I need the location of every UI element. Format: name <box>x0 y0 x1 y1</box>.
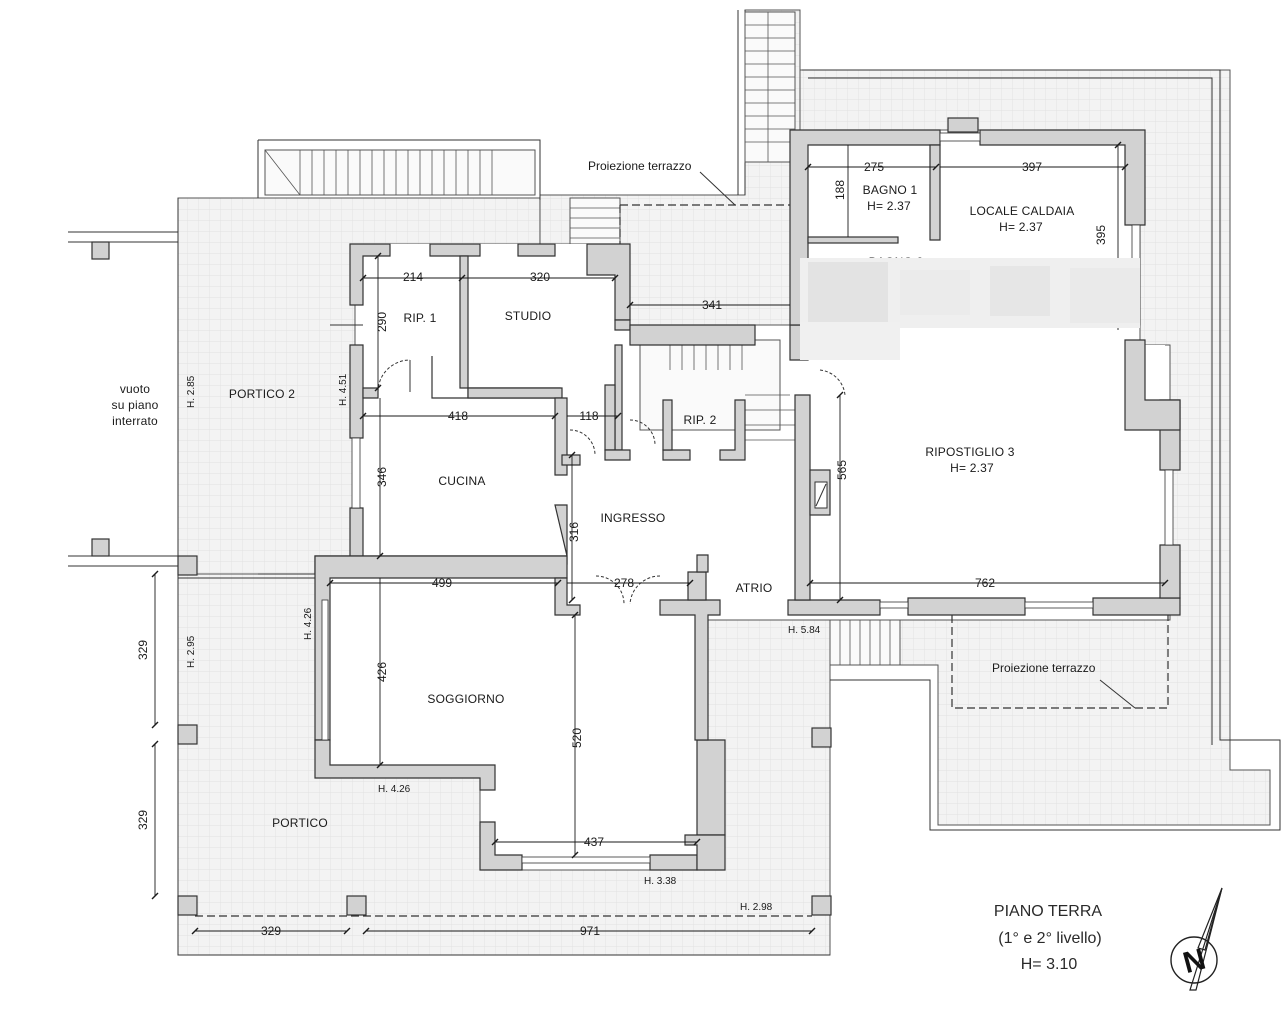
room-ripostiglio3-height: H= 2.37 <box>950 461 994 475</box>
dim-565: 565 <box>835 460 849 480</box>
title-line3: H= 3.10 <box>1021 956 1078 973</box>
room-labels: PORTICO 2 RIP. 1 STUDIO CUCINA RIP. 2 IN… <box>112 183 1075 830</box>
dim-290: 290 <box>375 312 389 332</box>
dim-346: 346 <box>375 467 389 487</box>
void-label-2: su piano <box>112 398 159 412</box>
room-rip1: RIP. 1 <box>404 311 437 325</box>
room-portico2: PORTICO 2 <box>229 387 295 401</box>
room-atrio: ATRIO <box>736 581 773 595</box>
interior-floor <box>330 135 1165 850</box>
dim-188: 188 <box>833 180 847 200</box>
dim-118: 118 <box>579 409 598 423</box>
height-338: H. 3.38 <box>644 876 677 887</box>
dim-329-c: 329 <box>261 924 281 938</box>
dim-499: 499 <box>432 576 452 590</box>
notes: Proiezione terrazzo Proiezione terrazzo <box>588 159 1096 675</box>
pillars <box>91 241 832 916</box>
terrace-projection-note-1: Proiezione terrazzo <box>588 159 692 173</box>
dim-971: 971 <box>580 924 600 938</box>
dim-329-a: 329 <box>136 640 150 660</box>
void-label-3: interrato <box>112 414 158 428</box>
dim-397: 397 <box>1022 160 1042 174</box>
dimension-lines <box>151 141 1169 935</box>
title-line1: PIANO TERRA <box>994 903 1103 920</box>
room-soggiorno: SOGGIORNO <box>427 692 504 706</box>
title-line2: (1° e 2° livello) <box>998 930 1102 947</box>
height-298: H. 2.98 <box>740 902 773 913</box>
dim-316: 316 <box>567 522 581 542</box>
height-labels: H. 2.85 H. 4.51 H. 4.26 H. 4.26 H. 2.95 … <box>186 373 821 913</box>
north-arrow-icon: N <box>1170 887 1223 991</box>
dim-395: 395 <box>1094 225 1108 245</box>
dim-437: 437 <box>584 835 604 849</box>
void-label-1: vuoto <box>120 382 150 396</box>
height-426-a: H. 4.26 <box>303 607 314 640</box>
terrace-projection-note-2: Proiezione terrazzo <box>992 661 1096 675</box>
room-studio: STUDIO <box>505 309 552 323</box>
room-caldaia-height: H= 2.37 <box>999 220 1043 234</box>
dim-275: 275 <box>864 160 884 174</box>
stairs <box>264 11 901 666</box>
dim-320: 320 <box>530 270 550 284</box>
blurred-region <box>800 258 1140 360</box>
room-ripostiglio3: RIPOSTIGLIO 3 <box>925 445 1014 459</box>
height-451: H. 4.51 <box>338 373 349 406</box>
dim-426: 426 <box>375 662 389 682</box>
dimension-labels: 214 320 341 290 418 118 346 316 565 499 … <box>136 160 1108 938</box>
room-rip2: RIP. 2 <box>684 413 717 427</box>
room-ingresso: INGRESSO <box>601 511 666 525</box>
dim-341: 341 <box>702 298 722 312</box>
height-584: H. 5.84 <box>788 625 821 636</box>
room-bagno1-height: H= 2.37 <box>867 199 911 213</box>
dim-329-b: 329 <box>136 810 150 830</box>
title-block: PIANO TERRA (1° e 2° livello) H= 3.10 <box>994 903 1103 973</box>
dim-418: 418 <box>448 409 468 423</box>
room-cucina: CUCINA <box>438 474 485 488</box>
dim-762: 762 <box>975 576 995 590</box>
dim-278: 278 <box>614 576 634 590</box>
height-426-b: H. 4.26 <box>378 784 411 795</box>
terrace-projections <box>258 171 1169 709</box>
room-bagno1: BAGNO 1 <box>863 183 918 197</box>
room-caldaia: LOCALE CALDAIA <box>970 204 1075 218</box>
dim-520: 520 <box>570 728 584 748</box>
dim-214: 214 <box>403 270 423 284</box>
height-295: H. 2.95 <box>186 635 197 668</box>
room-portico: PORTICO <box>272 816 328 830</box>
height-285: H. 2.85 <box>186 375 197 408</box>
walls <box>314 117 1181 871</box>
